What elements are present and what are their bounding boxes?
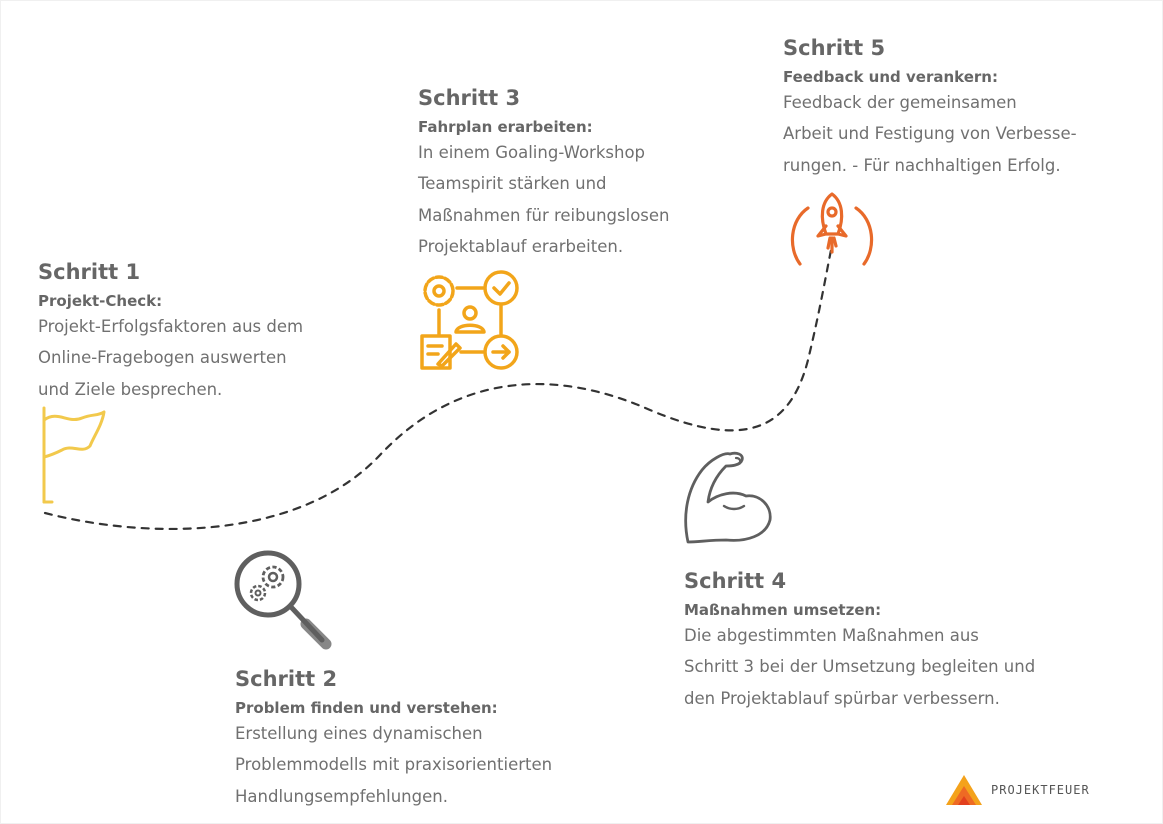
step-3-line: Projektablauf erarbeiten. — [418, 237, 624, 257]
step-4-subtitle: Maßnahmen umsetzen: — [684, 601, 882, 620]
step-2-block: Schritt 2 Problem finden und verstehen: … — [235, 666, 552, 812]
flexed-arm-icon — [680, 444, 780, 544]
step-5-heading: Schritt 5 — [783, 36, 886, 60]
step-2-line: Handlungsempfehlungen. — [235, 786, 448, 806]
brand-name: PROJEKTFEUER — [991, 783, 1090, 797]
step-4-block: Schritt 4 Maßnahmen umsetzen: Die abgest… — [684, 568, 1035, 714]
step-2-subtitle: Problem finden und verstehen: — [235, 699, 498, 718]
gear-small-icon — [249, 584, 267, 602]
step-5-description: Feedback der gemeinsamen Arbeit und Fest… — [783, 87, 1077, 181]
workflow-icon — [414, 266, 526, 372]
step-3-heading: Schritt 3 — [418, 86, 521, 110]
projektfeuer-logo: PROJEKTFEUER — [945, 774, 1090, 806]
step-3-block: Schritt 3 Fahrplan erarbeiten: In einem … — [418, 85, 670, 262]
step-2-heading: Schritt 2 — [235, 667, 338, 691]
rocket-icon — [780, 192, 884, 272]
step-5-line: rungen. - Für nachhaltigen Erfolg. — [783, 155, 1061, 175]
step-4-line: Schritt 3 bei der Umsetzung begleiten un… — [684, 657, 1036, 677]
step-1-subtitle: Projekt-Check: — [38, 292, 163, 311]
step-3-description: In einem Goaling-Workshop Teamspirit stä… — [418, 137, 670, 262]
step-3-subtitle: Fahrplan erarbeiten: — [418, 118, 593, 137]
flame-triangle-icon — [946, 775, 982, 805]
step-5-line: Arbeit und Festigung von Verbesse- — [783, 124, 1077, 144]
step-5-block: Schritt 5 Feedback und verankern: Feedba… — [783, 35, 1077, 181]
flag-icon — [34, 400, 114, 510]
step-2-description: Erstellung eines dynamischen Problemmode… — [235, 718, 552, 812]
step-2-line: Erstellung eines dynamischen — [235, 724, 483, 743]
step-1-block: Schritt 1 Projekt-Check: Projekt-Erfolgs… — [38, 259, 303, 405]
step-1-line: Projekt-Erfolgsfaktoren aus dem — [38, 317, 304, 336]
step-3-line: Maßnahmen für reibungslosen — [418, 205, 670, 225]
step-1-heading: Schritt 1 — [38, 260, 141, 284]
gear-large-icon — [261, 565, 285, 589]
step-5-subtitle: Feedback und verankern: — [783, 68, 998, 87]
step-1-line: Online-Fragebogen auswerten — [38, 348, 287, 368]
step-1-description: Projekt-Erfolgsfaktoren aus dem Online-F… — [38, 311, 303, 405]
step-2-line: Problemmodells mit praxisorientierten — [235, 755, 553, 775]
step-4-line: Die abgestimmten Maßnahmen aus — [684, 626, 979, 645]
step-4-description: Die abgestimmten Maßnahmen aus Schritt 3… — [684, 620, 1035, 714]
step-4-heading: Schritt 4 — [684, 569, 787, 593]
step-5-line: Feedback der gemeinsamen — [783, 93, 1017, 112]
step-1-line: und Ziele besprechen. — [38, 379, 223, 399]
magnifier-gear-icon — [228, 546, 338, 651]
step-3-line: Teamspirit stärken und — [418, 174, 607, 194]
step-3-line: In einem Goaling-Workshop — [418, 143, 646, 162]
step-4-line: den Projektablauf spürbar verbessern. — [684, 688, 1000, 708]
